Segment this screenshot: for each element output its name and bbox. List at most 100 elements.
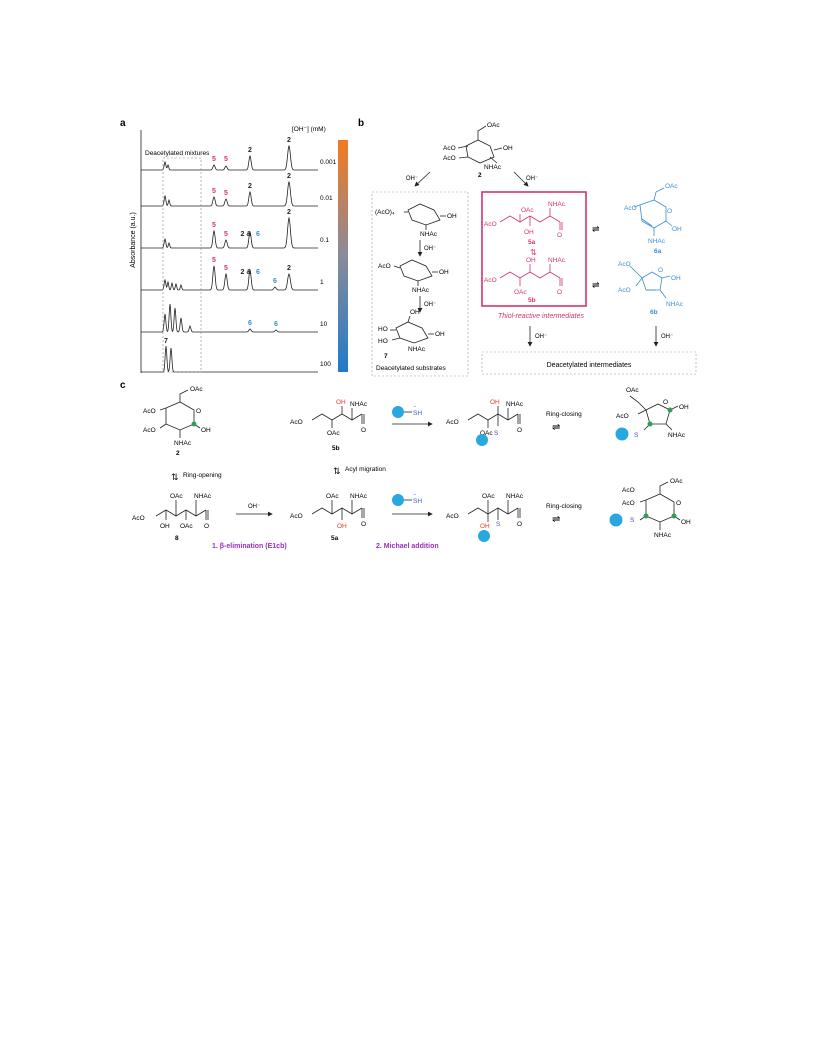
adduct-top-oh: OH bbox=[490, 399, 500, 406]
adduct-top-aco: AcO bbox=[446, 419, 459, 426]
product-bottom-aco-2: AcO bbox=[622, 500, 635, 507]
panel-c-label: c bbox=[120, 380, 126, 391]
peak-label: 5 bbox=[224, 156, 228, 163]
peak-label: 2 bbox=[287, 209, 291, 216]
adduct-top-o: O bbox=[517, 427, 522, 434]
c6b-nhac: NHAc bbox=[666, 301, 684, 308]
concentration-label: 1 bbox=[320, 279, 324, 286]
c5a-oac: OAc bbox=[521, 207, 534, 214]
trace-4 bbox=[141, 303, 318, 333]
c7-oh-2: OH bbox=[435, 331, 445, 338]
cc2-aco-2: AcO bbox=[143, 427, 156, 434]
c5a-c-o: O bbox=[361, 521, 366, 528]
panel-b-label: b bbox=[358, 118, 364, 129]
product-bottom-structure bbox=[639, 481, 681, 530]
peak-label: 5 bbox=[224, 265, 228, 272]
c6a-nhac: NHAc bbox=[648, 238, 666, 245]
product-top-oh: OH bbox=[679, 404, 689, 411]
peak-label: 5 bbox=[212, 222, 216, 229]
peak-label: 6 bbox=[248, 320, 252, 327]
oh-label-4: OH⁻ bbox=[424, 302, 436, 308]
cc2-number: 2 bbox=[176, 450, 180, 457]
c8-oh: OH bbox=[160, 523, 170, 530]
thiol-bead-top-icon bbox=[392, 406, 404, 418]
oh-label-3: OH⁻ bbox=[424, 246, 436, 252]
adduct-bottom-oh: OH bbox=[480, 523, 490, 530]
thiol-dots-top: .. bbox=[413, 402, 417, 409]
deacetylated-substrates-box bbox=[371, 191, 469, 377]
cc2-oac: OAc bbox=[190, 386, 203, 393]
c2-oh: OH bbox=[503, 145, 513, 152]
deacetylated-mixtures-label: Deacetylated mixtures bbox=[145, 150, 210, 157]
s2-aco: AcO bbox=[378, 263, 391, 270]
thiol-reactive-caption: Thiol-reactive intermediates bbox=[498, 313, 584, 320]
ring-opening-equilibrium-icon: ⇅ bbox=[171, 472, 179, 482]
step2-caption: 2. Michael addition bbox=[376, 543, 439, 550]
c5a-c-number: 5a bbox=[331, 535, 339, 542]
c8-oac: OAc bbox=[170, 493, 183, 500]
c2-aco-1: AcO bbox=[443, 145, 456, 152]
peak-label: 2 bbox=[287, 265, 291, 272]
adduct-top-oac: OAc bbox=[480, 430, 493, 437]
c7-oh-1: OH bbox=[410, 309, 420, 316]
acyl-migration-equilibrium-icon: ⇅ bbox=[333, 466, 341, 476]
c6b-number: 6b bbox=[650, 309, 658, 316]
panel-a-label: a bbox=[120, 118, 126, 129]
thiol-sh-top: SH bbox=[413, 410, 422, 417]
c6a-o: O bbox=[667, 208, 672, 215]
peak-label: 5 bbox=[224, 190, 228, 197]
product-bottom-bead-icon bbox=[609, 513, 623, 527]
trace-2 bbox=[141, 216, 318, 249]
adduct-bottom-s: S bbox=[496, 521, 501, 528]
c-compound-5b-structure bbox=[311, 406, 365, 428]
trace-5 bbox=[141, 345, 318, 373]
concentration-label: 0.1 bbox=[320, 237, 329, 244]
peak-label: 2 & bbox=[241, 231, 252, 238]
c5b-c-oh: OH bbox=[336, 399, 346, 406]
product-top-oac: OAc bbox=[626, 387, 639, 394]
ring-closing-top-equilibrium-icon: ⇌ bbox=[552, 422, 560, 433]
concentration-colorbar bbox=[338, 140, 348, 372]
c2-green-carbon bbox=[191, 421, 197, 427]
deacetylated-intermediates-label: Deacetylated intermediates bbox=[547, 362, 632, 369]
peak-label: 2 bbox=[287, 173, 291, 180]
peak-label: 2 bbox=[287, 137, 291, 144]
product-bottom-o: O bbox=[676, 500, 681, 507]
y-axis-label: Absorbance (a.u.) bbox=[130, 212, 137, 268]
substrate-1-structure bbox=[404, 203, 446, 230]
s1-aco4: (AcO)₄ bbox=[375, 209, 395, 216]
s2-oh: OH bbox=[439, 269, 449, 276]
c-compound-5a-structure bbox=[311, 500, 365, 520]
ring-closing-top-label: Ring-closing bbox=[546, 411, 582, 418]
concentration-label: 10 bbox=[320, 321, 328, 328]
adduct-top-s: S bbox=[494, 430, 499, 437]
c5a-oh: OH bbox=[524, 229, 534, 236]
concentration-label: 100 bbox=[320, 361, 331, 368]
s1-oh: OH bbox=[447, 213, 457, 220]
thiol-dots-bottom: .. bbox=[413, 490, 417, 497]
adduct-top-structure bbox=[467, 406, 521, 428]
substrate-2-structure bbox=[393, 259, 438, 286]
oh-label-5: OH⁻ bbox=[535, 334, 547, 340]
deacetylated-region-box bbox=[162, 157, 202, 373]
peak-label: 5 bbox=[212, 156, 216, 163]
arrow-to-deacetylated bbox=[414, 171, 431, 187]
oh-label-2: OH⁻ bbox=[526, 176, 538, 182]
equilibrium-5a-6a-icon: ⇌ bbox=[592, 224, 600, 234]
compound-2-structure bbox=[457, 125, 503, 164]
adduct-bottom-structure bbox=[467, 500, 521, 522]
product-bottom-oac: OAc bbox=[670, 478, 683, 485]
cc2-aco-1: AcO bbox=[143, 408, 156, 415]
c6a-oh: OH bbox=[672, 226, 682, 233]
c5a-number: 5a bbox=[528, 239, 536, 246]
adduct-top-nhac: NHAc bbox=[506, 401, 524, 408]
product-bottom-green-2 bbox=[671, 513, 677, 519]
product-top-o: O bbox=[663, 399, 668, 406]
c6a-oac: OAc bbox=[665, 183, 678, 190]
product-top-aco: AcO bbox=[616, 413, 629, 420]
acyl-migration-label: Acyl migration bbox=[345, 466, 386, 473]
compound-6a-structure bbox=[633, 187, 673, 236]
product-bottom-green-1 bbox=[643, 513, 649, 519]
